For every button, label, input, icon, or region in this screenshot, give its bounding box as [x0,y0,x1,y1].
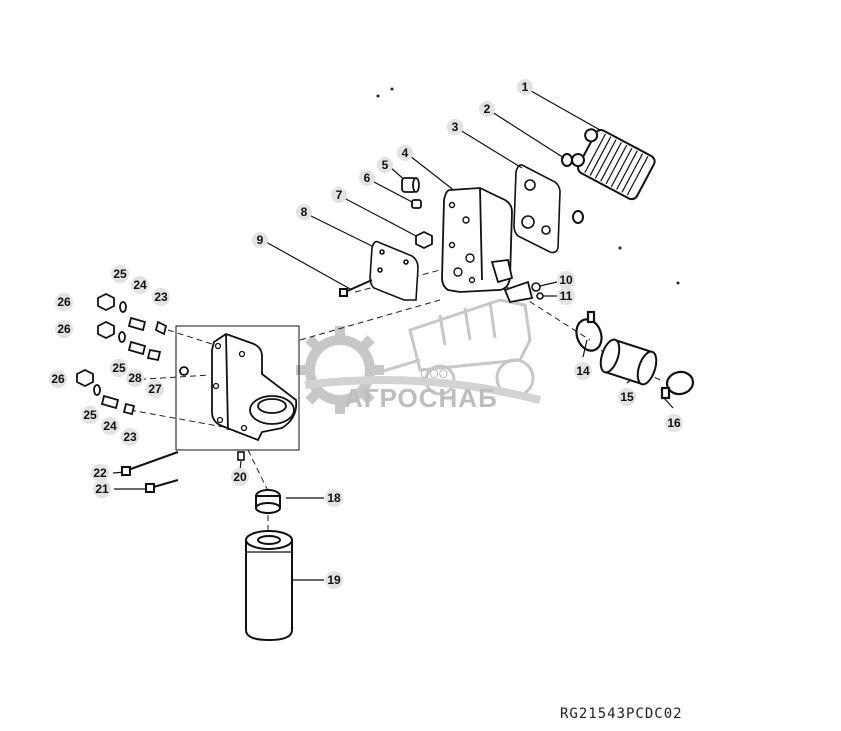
svg-text:28: 28 [128,371,142,385]
filter-adapter-part [255,489,281,514]
svg-text:16: 16 [667,416,681,430]
svg-text:24: 24 [133,278,147,292]
svg-text:25: 25 [112,361,126,375]
svg-text:1: 1 [522,80,529,94]
gasket-part [513,164,561,254]
callout-11: 11 [557,287,575,305]
svg-text:6: 6 [364,171,371,185]
watermark: ООО АГРОСНАБ [296,298,541,414]
callout-25a: 25 [111,265,129,283]
callout-26c: 26 [49,370,67,388]
callouts: 1 2 3 4 5 6 7 8 9 10 11 14 15 16 18 19 2… [49,0,683,589]
reference-code: RG21543PCDC02 [560,706,683,722]
callout-25c: 25 [81,406,99,424]
callout-20: 20 [231,468,249,486]
bushing-part [401,177,422,209]
svg-text:5: 5 [382,158,389,172]
svg-text:3: 3 [452,120,459,134]
plate-gasket-part [369,240,419,301]
hose-clamp-part [660,370,695,400]
hose-clamp-part [575,310,603,352]
filter-head-part [211,333,298,442]
svg-text:21: 21 [95,482,109,496]
callout-1: 1 [517,79,533,95]
callout-27: 27 [146,380,164,398]
svg-text:26: 26 [57,295,71,309]
subassembly-frame [175,325,300,451]
svg-text:14: 14 [576,364,590,378]
callout-19: 19 [325,571,343,589]
oil-filter-part [245,530,293,642]
callout-24b: 24 [101,417,119,435]
svg-text:23: 23 [123,430,137,444]
watermark-company-name: АГРОСНАБ [344,383,498,413]
svg-text:22: 22 [93,466,107,480]
bolt-part [121,451,179,493]
svg-text:20: 20 [233,470,247,484]
o-ring-part [561,153,584,224]
svg-text:7: 7 [336,188,343,202]
fitting-part [531,282,544,300]
small-screws [376,87,680,285]
callout-8: 8 [296,204,312,220]
svg-text:23: 23 [154,290,168,304]
callout-16: 16 [665,414,683,432]
svg-text:8: 8 [301,205,308,219]
leader-lines [112,90,674,581]
svg-text:9: 9 [257,233,264,247]
callout-24a: 24 [131,276,149,294]
callout-10: 10 [557,271,575,289]
hose-part [599,338,658,386]
small-bolt-part [237,451,245,461]
callout-2: 2 [479,101,495,117]
callout-7: 7 [331,187,347,203]
callout-26b: 26 [55,320,73,338]
svg-text:26: 26 [57,322,71,336]
svg-text:26: 26 [51,372,65,386]
plug-part [415,230,433,250]
callout-23a: 23 [152,288,170,306]
callout-6: 6 [359,170,375,186]
callout-5: 5 [377,157,393,173]
callout-25b: 25 [110,359,128,377]
callout-28a: 28 [126,369,144,387]
callout-28b: 28 [93,0,107,3]
watermark-gear-icon [296,326,384,414]
svg-text:19: 19 [327,573,341,587]
callout-18: 18 [325,489,343,507]
callout-21: 21 [93,480,111,498]
callout-3: 3 [447,119,463,135]
svg-text:11: 11 [560,289,573,303]
watermark-company-prefix: ООО [420,367,448,381]
callout-26a: 26 [55,293,73,311]
callout-4: 4 [397,145,413,161]
svg-text:2: 2 [484,102,491,116]
svg-text:25: 25 [83,408,97,422]
callout-23b: 23 [121,428,139,446]
long-bolt-part [339,279,373,297]
svg-text:27: 27 [148,382,162,396]
svg-text:10: 10 [559,273,573,287]
svg-text:15: 15 [620,390,634,404]
fitting-nut-part [76,292,189,416]
oil-cooler-housing-part [441,187,534,304]
svg-text:25: 25 [113,267,127,281]
callout-14: 14 [574,362,592,380]
svg-text:18: 18 [327,491,341,505]
callout-22: 22 [91,464,109,482]
svg-text:4: 4 [402,146,409,160]
svg-text:24: 24 [103,419,117,433]
callout-15: 15 [618,388,636,406]
callout-9: 9 [252,232,268,248]
oil-cooler-part [570,128,656,201]
